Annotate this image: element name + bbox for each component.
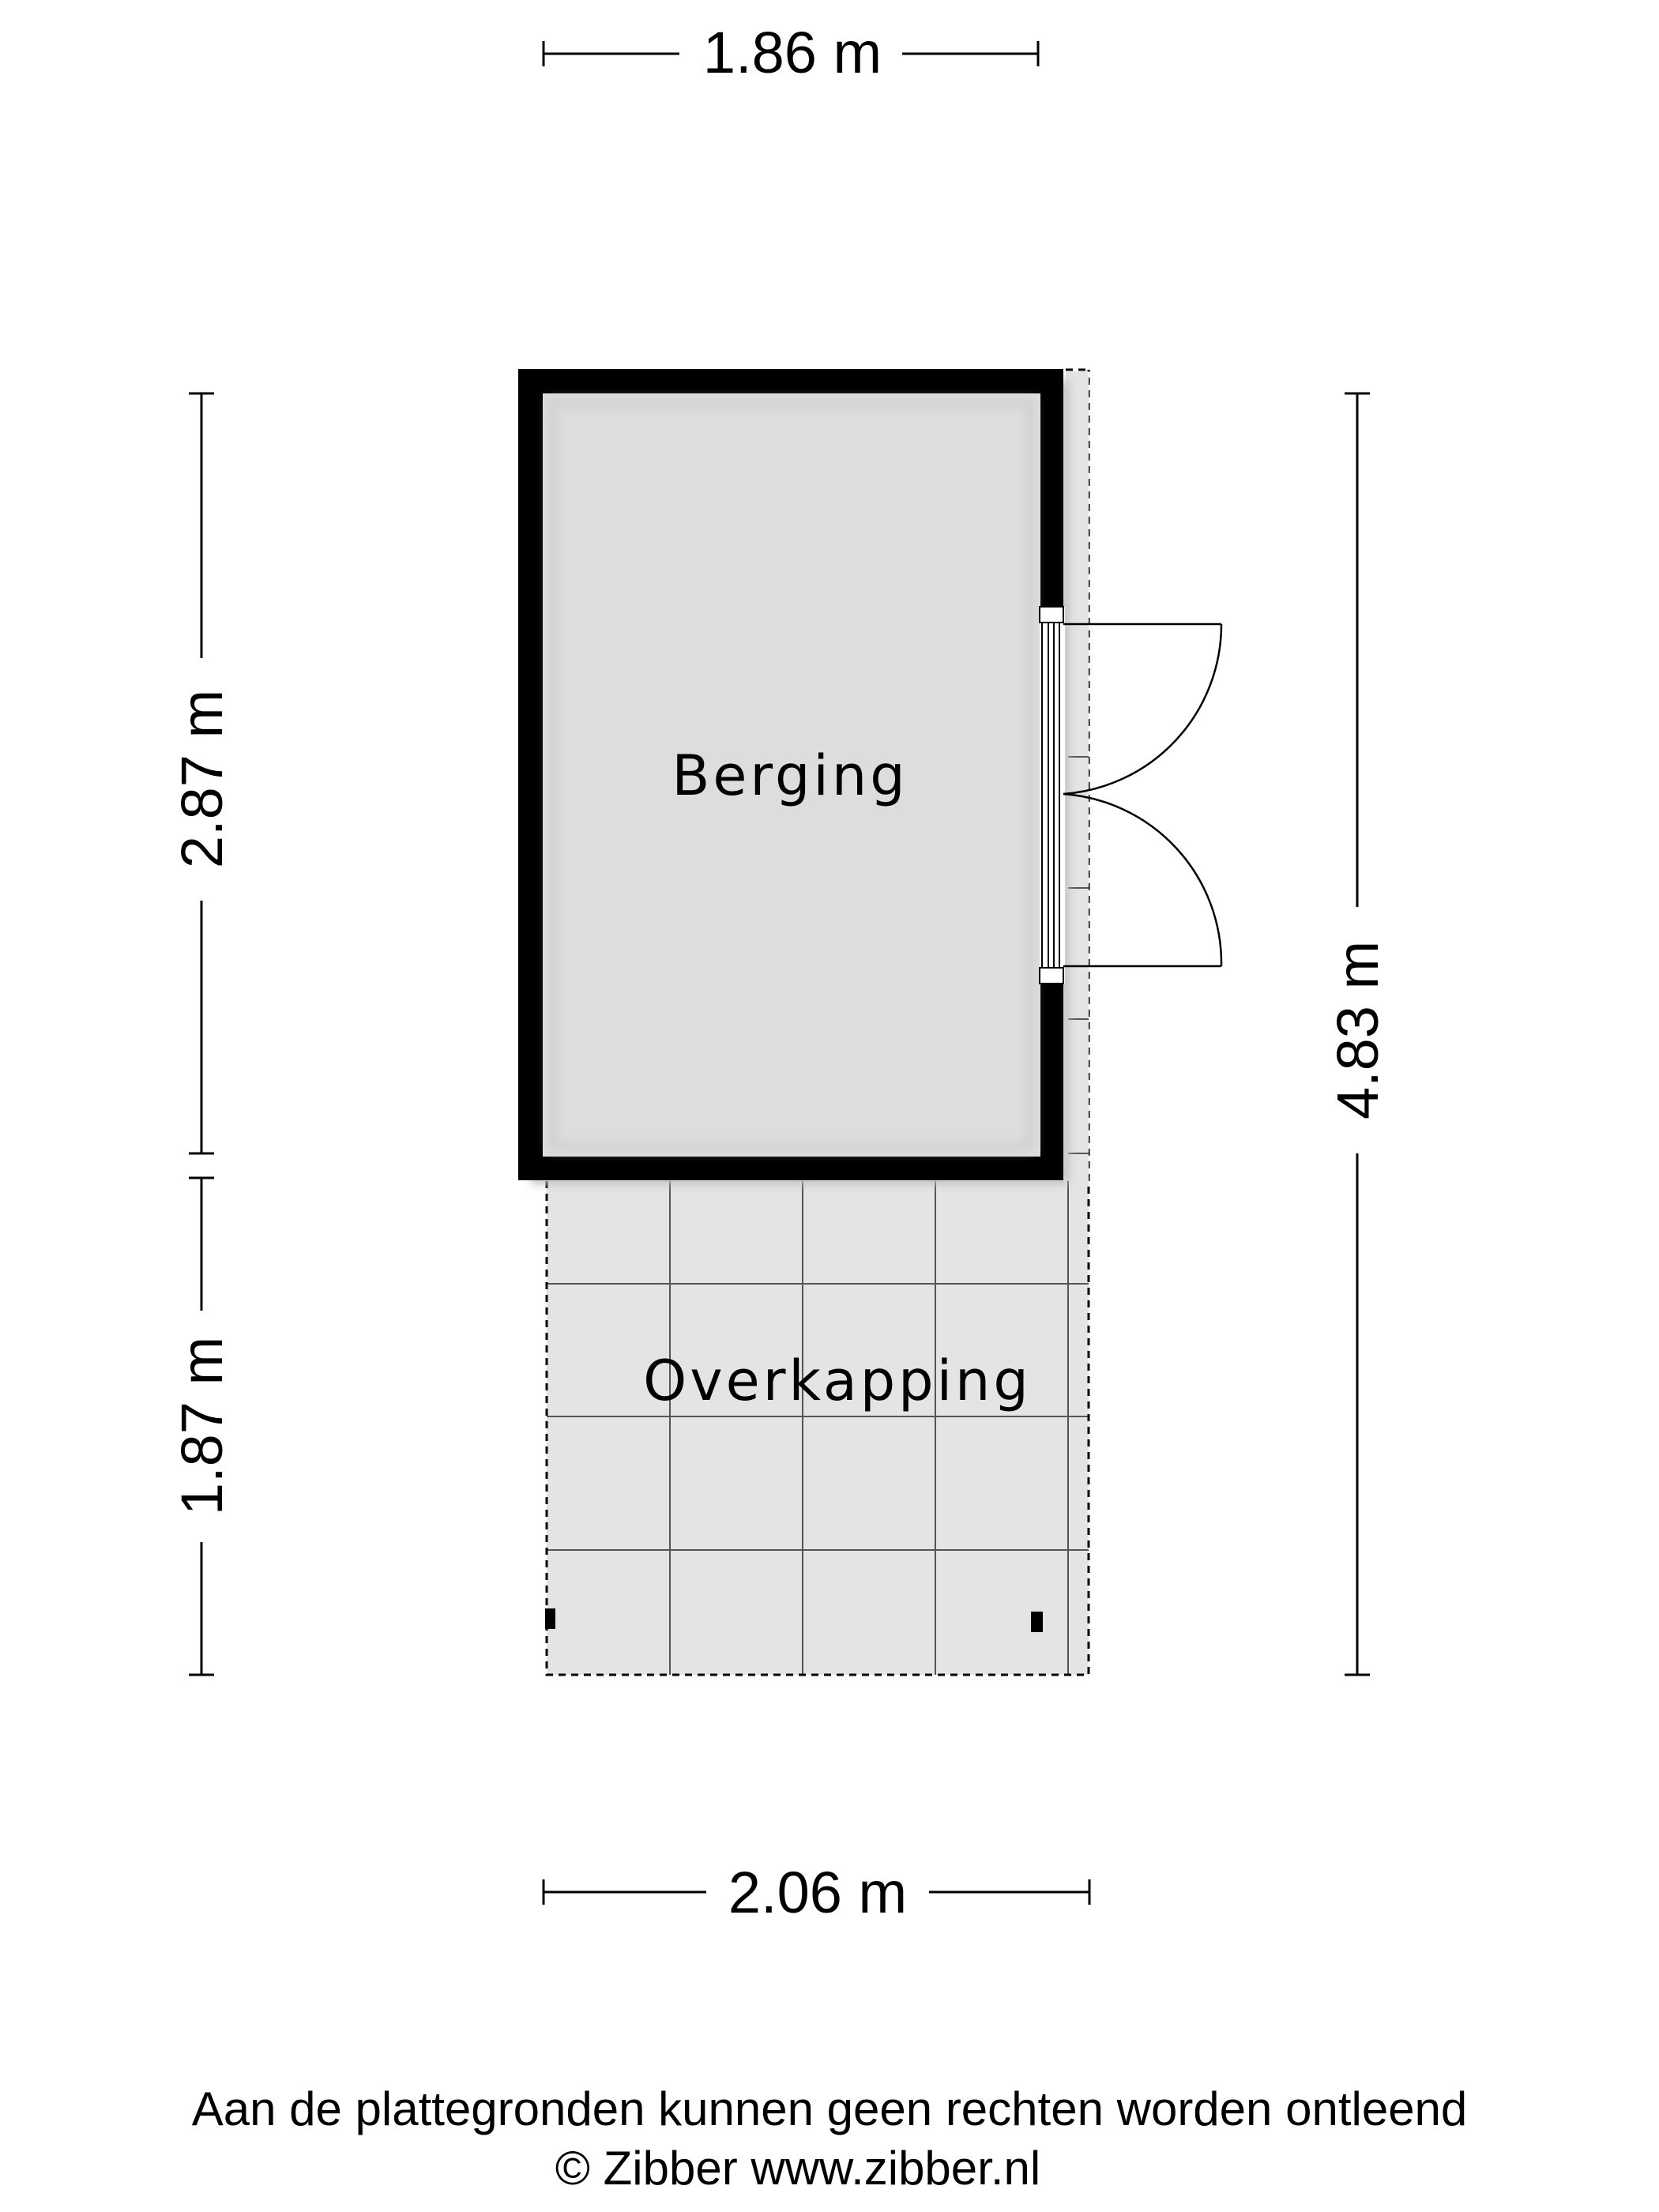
post-right [1031, 1612, 1043, 1632]
room-label-canopy: Overkapping [643, 1349, 1032, 1413]
door-opening [1040, 607, 1065, 984]
dimension-top-width: 1.86 m [703, 20, 882, 85]
dimension-right-total: 4.83 m [1325, 941, 1390, 1119]
room-label-storage: Berging [672, 743, 908, 808]
dimension-left-lower: 1.87 m [169, 1337, 235, 1515]
footer-credit: © Zibber www.zibber.nl [555, 2142, 1040, 2195]
double-door [1063, 623, 1223, 968]
dimension-bottom-width: 2.06 m [728, 1860, 907, 1925]
footer-disclaimer: Aan de plattegronden kunnen geen rechten… [192, 2082, 1468, 2135]
post-left [545, 1608, 555, 1629]
canopy-tile-grid [547, 1181, 1089, 1675]
canopy-area [545, 368, 1090, 1676]
storage-room [518, 369, 1068, 1183]
dimension-lines [189, 41, 1370, 1905]
dimension-left-upper: 2.87 m [169, 690, 235, 868]
